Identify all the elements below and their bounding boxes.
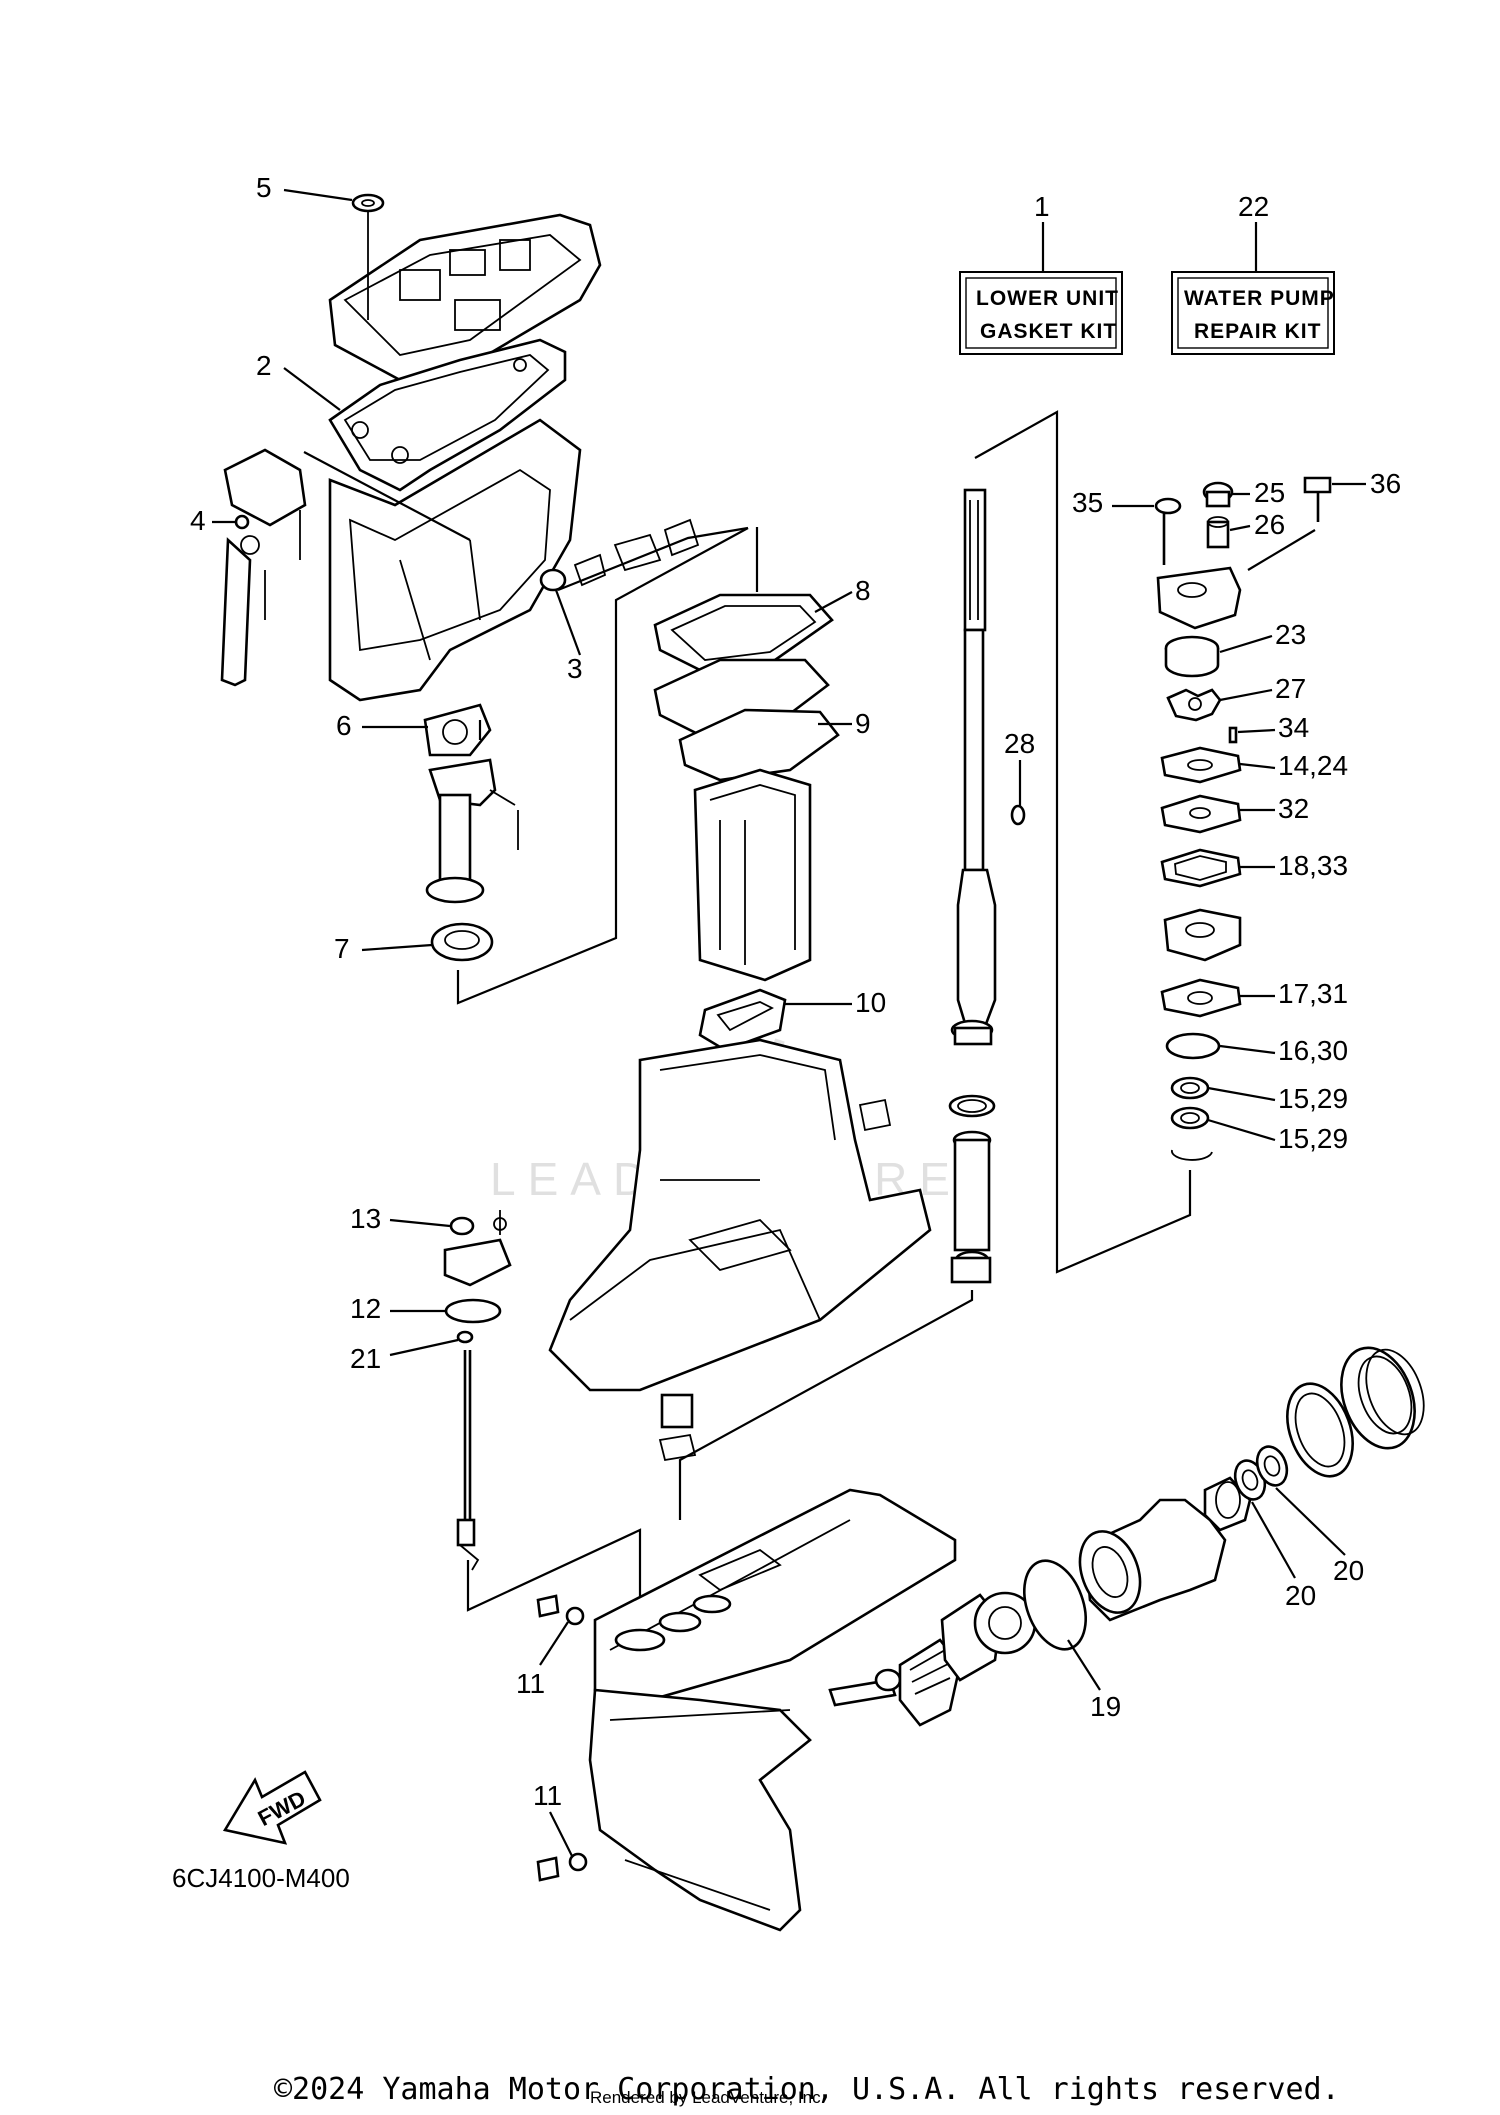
shift-rod-housing-13 (443, 1210, 512, 1287)
pump-case-lower (1163, 908, 1242, 962)
grommet-25 (1202, 481, 1234, 508)
callout-35[interactable]: 35 (1072, 487, 1103, 518)
circlip (1171, 1149, 1213, 1161)
o-ring-19 (1023, 1559, 1087, 1651)
insert-26 (1206, 516, 1230, 549)
callout-32[interactable]: 32 (1278, 793, 1309, 824)
oil-seal-15-29-a (1170, 1076, 1210, 1100)
callout-16-30[interactable]: 16,30 (1278, 1035, 1348, 1066)
callout-11-upper[interactable]: 11 (516, 1668, 545, 1699)
callout-12[interactable]: 12 (350, 1293, 381, 1324)
callout-22[interactable]: 22 (1238, 191, 1269, 222)
diagram-code: 6CJ4100-M400 (172, 1863, 350, 1893)
callout-28[interactable]: 28 (1004, 728, 1035, 759)
water-pump-drive-key (658, 1393, 697, 1462)
bolt-36 (1303, 476, 1332, 522)
callout-14-24[interactable]: 14,24 (1278, 750, 1348, 781)
callout-23[interactable]: 23 (1275, 619, 1306, 650)
callout-26[interactable]: 26 (1254, 509, 1285, 540)
spring-3 (539, 518, 700, 592)
callout-11-lower[interactable]: 11 (533, 1780, 562, 1811)
o-ring-16-30 (1165, 1032, 1221, 1060)
exhaust-guide (693, 768, 812, 982)
callout-20-b[interactable]: 20 (1333, 1555, 1364, 1586)
oil-seal-15-29-b (1170, 1106, 1210, 1130)
propeller-shaft-parts (828, 1591, 1037, 1727)
lower-casing-upper (328, 418, 582, 702)
callout-8[interactable]: 8 (855, 575, 871, 606)
o-ring-12 (444, 1298, 502, 1324)
lower-case (588, 1488, 957, 1932)
insert-cartridge-23 (1164, 635, 1220, 678)
propeller-shaft-housing (1078, 1498, 1227, 1622)
copyright: ©2024 Yamaha Motor Corporation, U.S.A. A… (274, 2072, 1340, 2107)
seal-10 (698, 988, 787, 1052)
pin-34 (1228, 726, 1238, 744)
impeller-27 (1166, 688, 1222, 722)
water-pump-kit-line2: REPAIR KIT (1194, 320, 1321, 343)
callout-13[interactable]: 13 (350, 1203, 381, 1234)
gasket-18-33 (1160, 848, 1242, 888)
bracket-assembly-4 (220, 448, 307, 687)
shift-rod (456, 1350, 480, 1571)
callout-5[interactable]: 5 (256, 172, 272, 203)
callout-21[interactable]: 21 (350, 1343, 381, 1374)
gasket-8 (653, 593, 834, 672)
gasket-14-24 (1160, 746, 1242, 784)
callout-10[interactable]: 10 (855, 987, 886, 1018)
water-pump-kit-line1: WATER PUMP (1184, 287, 1335, 310)
pump-housing (1156, 566, 1242, 630)
callout-25[interactable]: 25 (1254, 477, 1285, 508)
callout-17-31[interactable]: 17,31 (1278, 978, 1348, 1009)
water-pipe-assembly (425, 758, 519, 904)
gasket-2 (328, 338, 567, 492)
plug-11-upper (536, 1594, 585, 1626)
callout-34[interactable]: 34 (1278, 712, 1309, 743)
oil-seal-20-b (1255, 1445, 1289, 1487)
lower-unit-gasket-kit-box[interactable]: LOWER UNIT GASKET KIT (959, 271, 1123, 355)
plug-11-lower (536, 1852, 588, 1882)
callout-19[interactable]: 19 (1090, 1691, 1121, 1722)
o-ring-21 (456, 1330, 474, 1344)
oil-seal-5 (351, 193, 385, 320)
drive-shaft-bearings (948, 1019, 996, 1284)
callout-4[interactable]: 4 (190, 505, 206, 536)
callout-1[interactable]: 1 (1034, 191, 1050, 222)
callout-9[interactable]: 9 (855, 708, 871, 739)
forward-arrow-icon: FWD (222, 1770, 322, 1845)
rendered-by: Rendered by LeadVenture, Inc. (590, 2088, 825, 2107)
callout-15-29-a[interactable]: 15,29 (1278, 1083, 1348, 1114)
callout-20-a[interactable]: 20 (1285, 1580, 1316, 1611)
callout-2[interactable]: 2 (256, 350, 272, 381)
callout-27[interactable]: 27 (1275, 673, 1306, 704)
gasket-6 (423, 703, 492, 757)
drive-shaft (956, 488, 997, 1044)
callout-3[interactable]: 3 (567, 653, 583, 684)
upper-case (548, 1038, 932, 1392)
gasket-17-31 (1160, 978, 1242, 1018)
callout-36[interactable]: 36 (1370, 468, 1401, 499)
callout-6[interactable]: 6 (336, 710, 352, 741)
lower-unit-kit-line2: GASKET KIT (980, 320, 1117, 343)
claw-washer (1286, 1382, 1354, 1478)
water-pump-repair-kit-box[interactable]: WATER PUMP REPAIR KIT (1171, 271, 1335, 355)
oil-seal-7 (430, 922, 494, 962)
upper-casing-top-plate (328, 213, 602, 382)
ring-nut (1340, 1346, 1425, 1450)
callout-7[interactable]: 7 (334, 933, 350, 964)
callout-15-29-b[interactable]: 15,29 (1278, 1123, 1348, 1154)
bolt-35 (1154, 497, 1182, 565)
gasket-9 (653, 658, 840, 782)
lower-unit-kit-line1: LOWER UNIT (976, 287, 1119, 310)
outer-plate-32 (1160, 794, 1242, 834)
callout-18-33[interactable]: 18,33 (1278, 850, 1348, 881)
